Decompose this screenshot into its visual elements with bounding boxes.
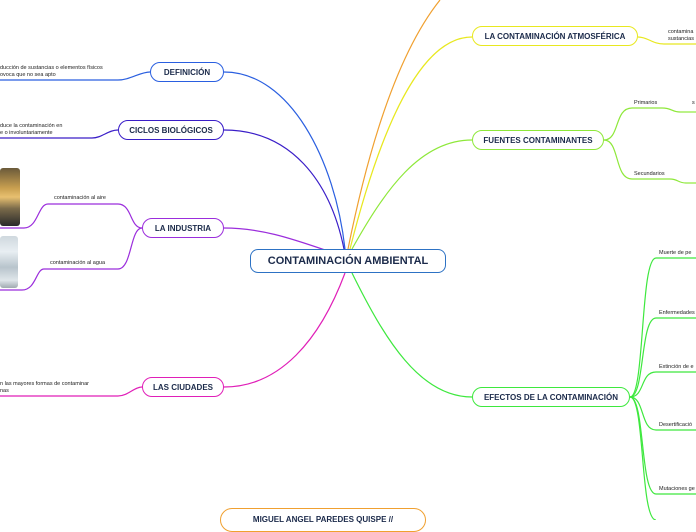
central-topic[interactable]: CONTAMINACIÓN AMBIENTAL [250, 249, 446, 273]
mind-map-connectors [0, 0, 696, 520]
leaf-ciclos-line1: duce la contaminación en [0, 123, 63, 129]
efectos-item: Muerte de pe [659, 250, 692, 256]
efectos-item: Extinción de e [659, 364, 694, 370]
connector-ciudades [223, 272, 346, 388]
efectos-item: Enfermedades [659, 310, 695, 316]
leaf-ciudades-line1: n las mayores formas de contaminar [0, 381, 89, 387]
leaf-ciudades-line2: nas [0, 388, 9, 394]
image-water-pollution [0, 236, 18, 288]
fuentes-sub-primarios: Primarios [634, 100, 658, 106]
connector-definicion [223, 71, 346, 250]
connector-orange-top [347, 0, 441, 250]
connector-ciclos [223, 129, 345, 250]
leaf-atmosferica-line2: sustancias [668, 36, 694, 42]
branch-fuentes[interactable]: FUENTES CONTAMINANTES [472, 130, 604, 150]
image-air-pollution [0, 168, 20, 226]
branch-atmosferica[interactable]: LA CONTAMINACIÓN ATMOSFÉRICA [472, 26, 638, 46]
connector-fuentes [351, 139, 473, 250]
branch-industria[interactable]: LA INDUSTRIA [142, 218, 224, 238]
branch-efectos[interactable]: EFECTOS DE LA CONTAMINACIÓN [472, 387, 630, 407]
fuentes-sub-primarios-extra: s [692, 100, 695, 106]
industria-sub-aire: contaminación al aire [54, 195, 106, 201]
connector-atmosferica [349, 36, 473, 250]
branch-ciclos[interactable]: CICLOS BIOLÓGICOS [118, 120, 224, 140]
connector-efectos [351, 272, 473, 398]
industria-sub-agua: contaminación al agua [50, 260, 106, 266]
branch-ciudades[interactable]: LAS CIUDADES [142, 377, 224, 397]
leaf-ciclos-line2: e o involuntariamente [0, 130, 53, 136]
branch-autor[interactable]: MIGUEL ANGEL PAREDES QUISPE // [220, 508, 426, 532]
leaf-definicion-line1: ducción de sustancias o elementos físico… [0, 65, 103, 71]
efectos-item: Desertificació [659, 422, 693, 428]
fuentes-sub-secundarios: Secundarios [634, 171, 665, 177]
leaf-definicion-line2: ovoca que no sea apto [0, 72, 56, 78]
connector-industria [223, 227, 326, 251]
efectos-item: Mutaciones ge [659, 486, 695, 492]
leaf-atmosferica-line1: contamina [668, 29, 694, 35]
branch-definicion[interactable]: DEFINICIÓN [150, 62, 224, 82]
